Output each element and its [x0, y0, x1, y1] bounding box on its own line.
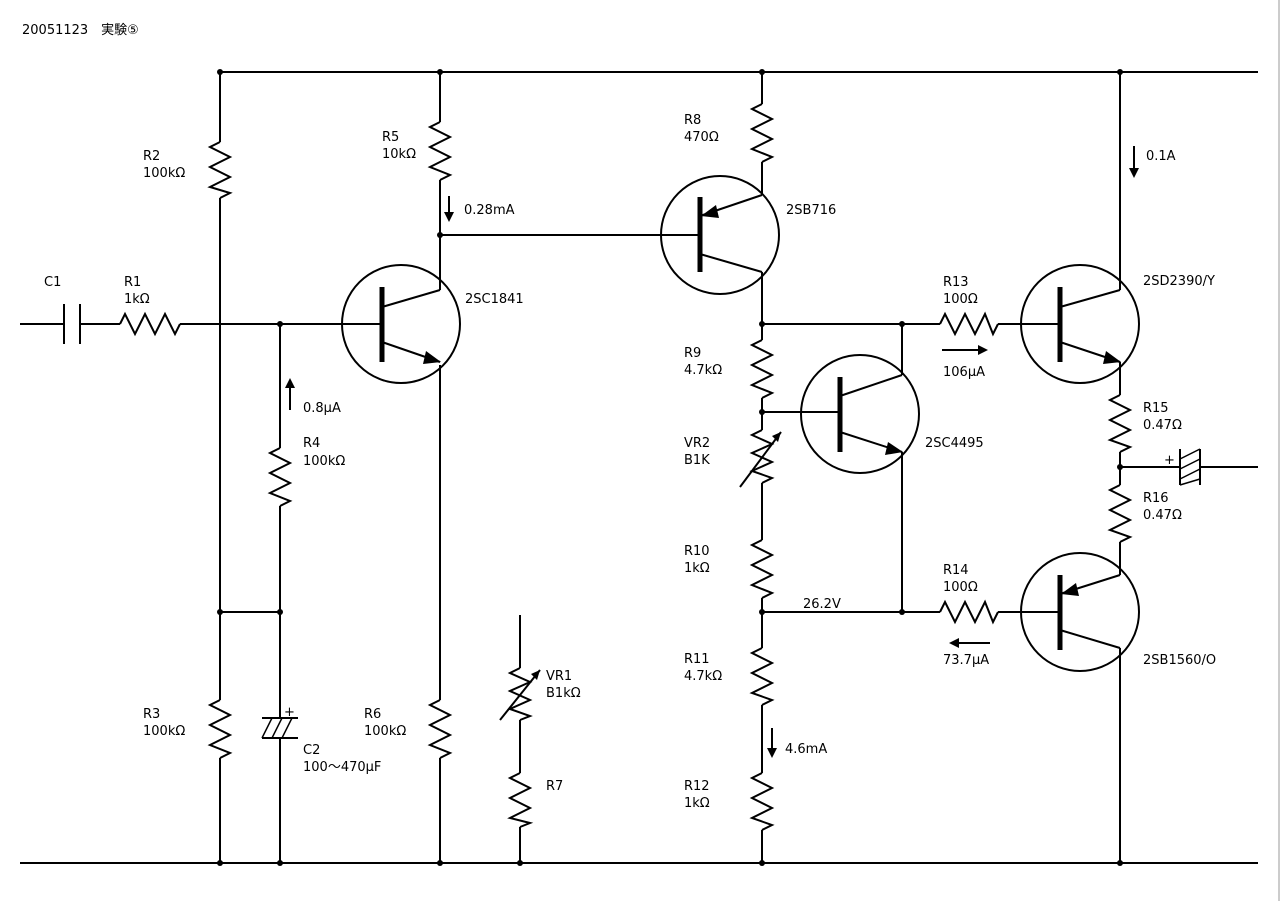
resistor-r5	[427, 121, 453, 181]
r10-value: 1kΩ	[684, 561, 710, 576]
potentiometer-vr2	[739, 429, 782, 488]
current-arrow-r4	[285, 378, 295, 410]
r3-ref: R3	[143, 707, 160, 722]
r1-ref: R1	[124, 275, 141, 290]
resistor-r8	[749, 103, 775, 163]
transistor-q3	[800, 354, 920, 474]
capacitor-c2	[261, 717, 298, 739]
r15-value: 0.47Ω	[1143, 418, 1182, 433]
node-voltage-label: 26.2V	[803, 597, 841, 612]
r9-value: 4.7kΩ	[684, 363, 722, 378]
resistor-r15	[1107, 394, 1133, 453]
r11-ref: R11	[684, 652, 710, 667]
resistor-r12	[749, 772, 775, 831]
r1-value: 1kΩ	[124, 292, 150, 307]
current-arrow-r5	[444, 196, 454, 222]
r6-value: 100kΩ	[364, 724, 406, 739]
resistor-r6	[427, 699, 453, 759]
r11-value: 4.7kΩ	[684, 669, 722, 684]
r3-value: 100kΩ	[143, 724, 185, 739]
r4-value: 100kΩ	[303, 454, 345, 469]
resistor-r11	[749, 647, 775, 706]
q1-stage-wires	[439, 72, 700, 863]
junction-dots	[217, 69, 1123, 866]
r4-ref: R4	[303, 436, 320, 451]
c2-value: 100～470μF	[303, 760, 381, 775]
current-arrow-r13	[942, 345, 988, 355]
r5-current-label: 0.28mA	[464, 203, 515, 218]
output-capacitor	[1179, 448, 1201, 486]
resistor-r7	[507, 772, 534, 828]
resistor-r2	[207, 141, 233, 199]
resistor-r3	[207, 699, 233, 759]
transistor-q4	[1020, 264, 1140, 384]
q2-part-label: 2SB716	[786, 203, 836, 218]
r13-value: 100Ω	[943, 292, 978, 307]
r5-ref: R5	[382, 130, 399, 145]
q2-stage-wires	[761, 72, 940, 863]
r16-ref: R16	[1143, 491, 1169, 506]
vr1-value: B1kΩ	[546, 686, 581, 701]
r4-current-label: 0.8μA	[303, 401, 341, 416]
c1-label: C1	[44, 275, 61, 290]
potentiometer-vr1	[499, 667, 541, 721]
r15-ref: R15	[1143, 401, 1169, 416]
q3-part-label: 2SC4495	[925, 436, 984, 451]
r7-ref: R7	[546, 779, 563, 794]
r10-ref: R10	[684, 544, 710, 559]
resistor-r13	[939, 311, 999, 337]
transistor-q2	[660, 175, 780, 295]
r2-r3-wires	[219, 72, 280, 863]
c2-polarity: +	[284, 705, 295, 720]
vr2-ref: VR2	[684, 436, 710, 451]
page-title: 20051123 実験⑤	[22, 22, 139, 38]
vr1-ref: VR1	[546, 669, 572, 684]
r8-ref: R8	[684, 113, 701, 128]
r2-value: 100kΩ	[143, 166, 185, 181]
r2-ref: R2	[143, 149, 160, 164]
r12-value: 1kΩ	[684, 796, 710, 811]
q5-part-label: 2SB1560/O	[1143, 653, 1216, 668]
r9-ref: R9	[684, 346, 701, 361]
r5-value: 10kΩ	[382, 147, 416, 162]
vr2-value: B1K	[684, 453, 710, 468]
out-current-label: 0.1A	[1146, 149, 1176, 164]
resistor-r16	[1107, 484, 1133, 543]
r14-current-label: 73.7μA	[943, 653, 989, 668]
q4-part-label: 2SD2390/Y	[1143, 274, 1215, 289]
current-arrow-out	[1129, 146, 1139, 178]
current-arrow-r12	[767, 728, 777, 758]
r13-current-label: 106μA	[943, 365, 985, 380]
r12-current-label: 4.6mA	[785, 742, 827, 757]
resistor-r1	[119, 311, 181, 337]
transistor-q1	[341, 264, 461, 384]
capacitor-c1	[63, 304, 81, 344]
r12-ref: R12	[684, 779, 710, 794]
transistor-q5	[1020, 552, 1140, 672]
r6-ref: R6	[364, 707, 381, 722]
resistor-r9	[749, 339, 775, 399]
resistor-r10	[749, 539, 775, 599]
output-stage-wires	[998, 72, 1258, 863]
resistor-r14	[939, 599, 999, 625]
r8-value: 470Ω	[684, 130, 719, 145]
c2-ref: C2	[303, 743, 320, 758]
r13-ref: R13	[943, 275, 969, 290]
current-arrow-r14	[949, 638, 990, 648]
q1-part-label: 2SC1841	[465, 292, 524, 307]
output-capacitor-polarity: +	[1164, 453, 1175, 468]
r14-ref: R14	[943, 563, 969, 578]
r14-value: 100Ω	[943, 580, 978, 595]
resistor-r4	[267, 447, 293, 507]
r16-value: 0.47Ω	[1143, 508, 1182, 523]
